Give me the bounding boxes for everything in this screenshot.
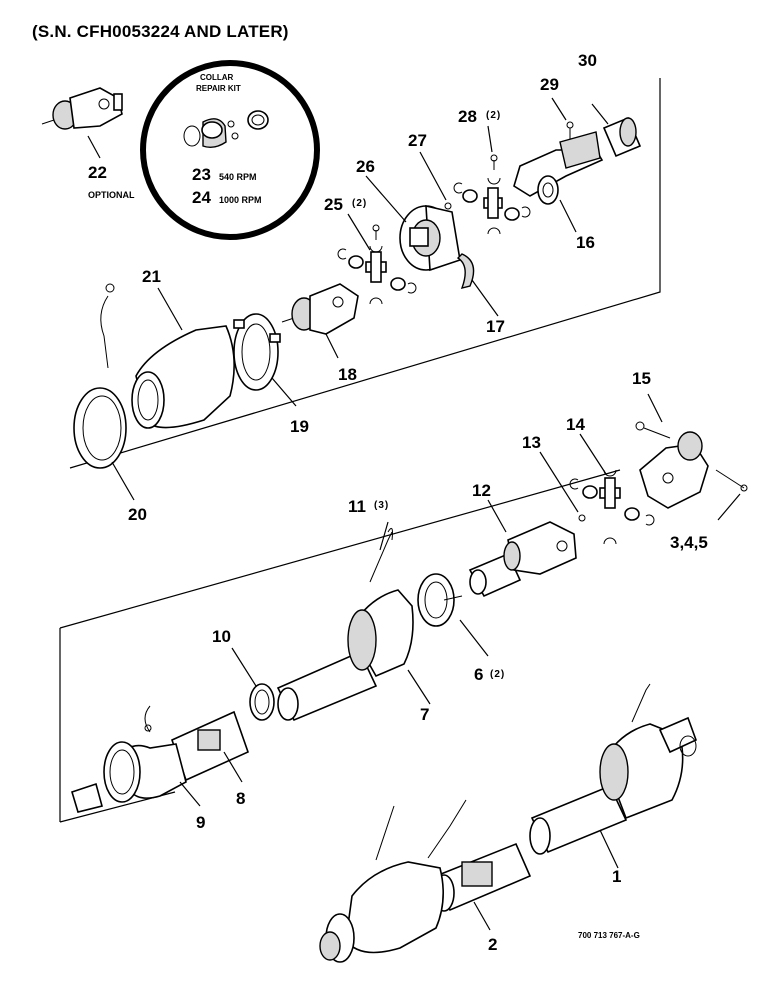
part-20-retaining-ring: [73, 387, 127, 469]
leader-17: [471, 279, 499, 317]
part-16-yoke: [513, 131, 604, 205]
callout-12: 12: [472, 481, 491, 500]
callout-28-qty: (2): [486, 110, 501, 121]
collar-repair-kit: COLLAR REPAIR KIT 23 540 RPM 24 1000 RPM: [140, 60, 320, 240]
optional-label: OPTIONAL: [88, 190, 135, 200]
callout-20: 20: [128, 505, 147, 524]
leader-22: [87, 135, 101, 159]
leader-10: [231, 647, 257, 687]
leader-27: [419, 151, 447, 201]
part-28-cross-kit: [453, 154, 531, 235]
part-27-fitting: [444, 202, 452, 210]
page-title: (S.N. CFH0053224 AND LATER): [32, 22, 289, 41]
callout-18: 18: [338, 365, 357, 384]
kit-item-23-number: 23: [192, 165, 211, 184]
callout-30: 30: [578, 51, 597, 70]
leader-21: [157, 287, 183, 331]
leader-3-4-5: [717, 493, 741, 521]
part-13-fitting: [578, 514, 586, 522]
kit-circle-outline: [140, 60, 320, 240]
callout-16: 16: [576, 233, 595, 252]
part-15-yoke-assembly: [635, 421, 748, 509]
callout-21: 21: [142, 267, 161, 286]
callout-13: 13: [522, 433, 541, 452]
leader-12: [487, 499, 507, 533]
leader-29: [551, 97, 567, 121]
kit-title-line2: REPAIR KIT: [196, 84, 241, 93]
leader-19: [271, 377, 297, 407]
leader-25: [347, 213, 371, 251]
leader-28: [487, 125, 493, 153]
leader-8: [223, 751, 243, 783]
callout-19: 19: [290, 417, 309, 436]
kit-item-24-number: 24: [192, 188, 211, 207]
leader-7: [407, 669, 431, 705]
leader-14: [579, 433, 607, 475]
callout-27: 27: [408, 131, 427, 150]
callout-9: 9: [196, 813, 205, 832]
kit-item-23-text: 540 RPM: [219, 172, 257, 182]
callout-22: 22: [88, 163, 107, 182]
leader-15: [647, 393, 663, 423]
callout-8: 8: [236, 789, 245, 808]
leader-30: [591, 103, 609, 125]
kit-item-24-text: 1000 RPM: [219, 195, 262, 205]
leader-16: [559, 199, 577, 233]
part-17-shield: [456, 253, 475, 289]
callout-6-qty: (2): [490, 669, 505, 680]
part-12-yoke-tube: [468, 521, 577, 598]
callout-26: 26: [356, 157, 375, 176]
kit-collar-icon: [183, 110, 269, 149]
callout-2: 2: [488, 935, 497, 954]
part-2-outer-half: [319, 799, 532, 963]
leader-26: [365, 175, 407, 223]
callout-6: 6: [474, 665, 483, 684]
leader-1: [599, 829, 619, 869]
callout-3-4-5: 3,4,5: [670, 533, 708, 552]
leader-13: [539, 451, 579, 513]
leader-18: [325, 333, 339, 359]
part-22-optional-yoke: [41, 87, 123, 130]
part-30-tube: [602, 116, 642, 158]
callout-14: 14: [566, 415, 585, 434]
callout-25-qty: (2): [352, 198, 367, 209]
part-1-inner-half: [529, 683, 698, 855]
callout-11-qty: (3): [374, 500, 389, 511]
part-9-shield-cone: [71, 705, 187, 813]
callout-11: 11: [348, 497, 366, 516]
part-26-cv-housing: [399, 204, 461, 272]
callout-7: 7: [420, 705, 429, 724]
part-10-ring: [249, 683, 275, 721]
leader-11: [379, 521, 389, 551]
part-18-inner-yoke: [281, 283, 359, 335]
part-25-cross-kit: [337, 224, 417, 305]
callout-28: 28: [458, 107, 477, 126]
callout-1: 1: [612, 867, 621, 886]
kit-title-line1: COLLAR: [200, 73, 234, 82]
leader-20: [111, 461, 135, 501]
leader-6: [459, 619, 489, 657]
part-21-outer-cone: [100, 283, 235, 429]
callout-29: 29: [540, 75, 559, 94]
leader-9: [179, 781, 201, 807]
part-29-fitting: [566, 121, 574, 140]
callout-10: 10: [212, 627, 231, 646]
callout-15: 15: [632, 369, 651, 388]
part-7-outer-cone-tube: [276, 527, 414, 722]
callout-17: 17: [486, 317, 505, 336]
leader-2: [473, 901, 491, 931]
part-6-bearing-ring: [417, 573, 463, 627]
reference-code: 700 713 767-A-G: [578, 931, 640, 940]
callout-25: 25: [324, 195, 343, 214]
